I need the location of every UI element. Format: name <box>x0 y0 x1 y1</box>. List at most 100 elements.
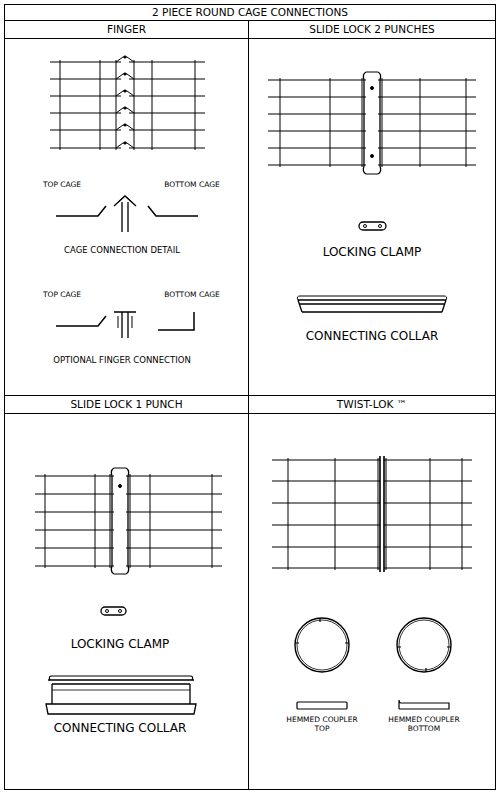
drawing-stroke <box>56 206 106 216</box>
drawing-stroke <box>35 511 114 512</box>
drawing-stroke <box>124 90 127 93</box>
drawing-stroke <box>298 300 446 312</box>
drawing-stroke <box>380 456 384 572</box>
cage-connection-detail <box>56 196 198 232</box>
twist-lok-cage <box>272 456 472 572</box>
drawing-stroke <box>129 95 205 96</box>
drawing-stroke <box>386 458 387 570</box>
drawing-stroke <box>129 147 205 148</box>
drawing-stroke <box>295 618 349 643</box>
part-label: CAGE CONNECTION DETAIL <box>32 246 212 256</box>
slide-lock-2-cage <box>268 72 476 174</box>
drawing-stroke <box>100 60 101 150</box>
connecting-collar <box>46 676 196 714</box>
part-label: LOCKING CLAMP <box>40 638 200 652</box>
drawing-stroke <box>366 72 378 174</box>
drawing-stroke <box>134 60 135 150</box>
drawing-stroke <box>95 474 96 568</box>
drawing-stroke <box>129 78 205 79</box>
drawing-stroke <box>330 78 331 167</box>
drawing-stroke <box>60 60 61 150</box>
drawing-stroke <box>397 618 451 672</box>
drawing-stroke <box>101 607 126 615</box>
drawing-stroke <box>119 610 122 613</box>
drawing-stroke <box>50 61 121 62</box>
part-label: CONNECTING COLLAR <box>20 722 220 736</box>
part-label: CONNECTING COLLAR <box>282 330 462 344</box>
slide-lock-1-cage <box>35 468 222 574</box>
panel-heading: SLIDE LOCK 1 PUNCH <box>5 396 248 414</box>
drawing-stroke <box>268 130 366 131</box>
drawing-stroke <box>378 164 476 165</box>
drawing-stroke <box>378 458 379 570</box>
drawing-stroke <box>359 222 386 230</box>
drawing-stroke <box>397 647 451 672</box>
drawing-stroke <box>56 316 106 326</box>
drawing-stroke <box>288 458 289 570</box>
optional-finger-detail <box>56 312 194 338</box>
drawing-stroke <box>399 700 449 709</box>
drawing-stroke <box>384 502 472 503</box>
drawing-stroke <box>378 130 476 131</box>
drawing-stroke <box>124 142 127 145</box>
drawing-stroke <box>466 78 467 167</box>
drawing-stroke <box>118 196 132 202</box>
drawing-stroke <box>378 147 476 148</box>
locking-clamp <box>359 222 386 230</box>
drawing-stroke <box>384 567 472 568</box>
part-label: OPTIONAL FINGER CONNECTION <box>22 356 222 366</box>
drawing-stroke <box>126 529 222 530</box>
part-label: HEMMED COUPLER TOP <box>280 716 364 733</box>
part-label: LOCKING CLAMP <box>292 246 452 260</box>
connecting-collar <box>297 296 446 312</box>
drawing-stroke <box>126 475 222 476</box>
drawing-stroke <box>384 546 472 547</box>
drawing-stroke <box>382 78 383 167</box>
drawing-stroke <box>124 73 127 76</box>
drawing-stroke <box>268 79 366 80</box>
drawing-stroke <box>430 458 431 570</box>
drawing-stroke <box>280 78 281 167</box>
drawing-stroke <box>195 60 196 150</box>
drawing-stroke <box>110 474 111 568</box>
drawing-stroke <box>50 129 121 130</box>
drawing-stroke <box>114 468 126 574</box>
drawing-stroke <box>129 112 205 113</box>
drawing-stroke <box>297 702 347 709</box>
drawing-stroke <box>129 129 205 130</box>
drawing-stroke <box>420 78 421 167</box>
drawing-stroke <box>152 60 153 150</box>
part-label: BOTTOM CAGE <box>152 291 232 300</box>
drawing-stroke <box>35 475 114 476</box>
drawing-stroke <box>384 480 472 481</box>
drawing-stroke <box>378 79 476 80</box>
part-label: BOTTOM CAGE <box>152 181 232 190</box>
drawing-stroke <box>126 547 222 548</box>
drawing-stroke <box>335 458 336 570</box>
drawing-stroke <box>111 468 128 574</box>
part-label: TOP CAGE <box>27 291 97 300</box>
part-label: TOP CAGE <box>27 181 97 190</box>
drawing-stroke <box>124 107 127 110</box>
hemmed-coupler-bottom <box>397 618 451 709</box>
hemmed-coupler-top <box>295 618 349 709</box>
drawing-stroke <box>126 565 222 566</box>
drawing-stroke <box>268 113 366 114</box>
drawing-stroke <box>50 78 121 79</box>
drawing-stroke <box>45 474 46 568</box>
drawing-stroke <box>124 56 127 59</box>
drawing-stroke <box>379 225 382 228</box>
drawing-stroke <box>48 680 194 704</box>
drawing-stroke <box>268 96 366 97</box>
part-label: HEMMED COUPLER BOTTOM <box>382 716 466 733</box>
drawing-stroke <box>114 196 136 206</box>
drawing-stroke <box>35 565 114 566</box>
drawing-stroke <box>106 610 109 613</box>
drawing-stroke <box>297 620 347 670</box>
drawing-stroke <box>150 474 151 568</box>
drawing-stroke <box>130 474 131 568</box>
diagram-title: 2 PIECE ROUND CAGE CONNECTIONS <box>4 4 496 20</box>
drawing-stroke <box>50 112 121 113</box>
drawing-stroke <box>297 296 446 300</box>
drawing-stroke <box>35 529 114 530</box>
